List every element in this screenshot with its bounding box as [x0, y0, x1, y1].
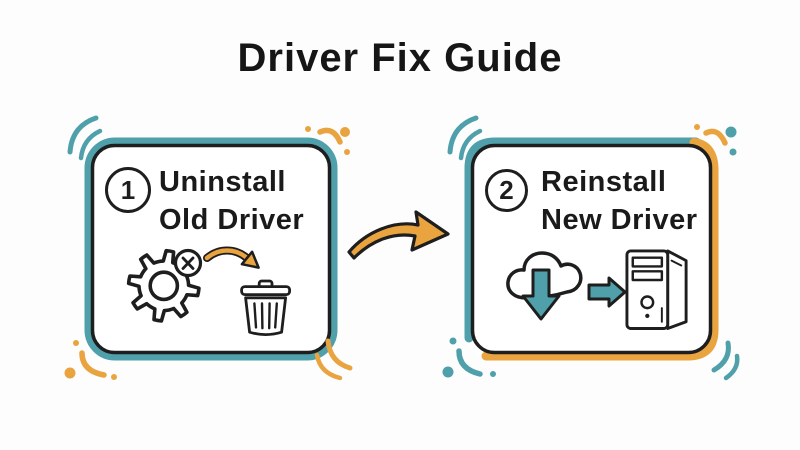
sparkle-arcs-top-left-card1 [67, 115, 103, 161]
step1-label: Uninstall Old Driver [159, 163, 304, 239]
step2-label: Reinstall New Driver [541, 163, 698, 239]
step2-number: 2 [499, 175, 514, 205]
x-badge-icon [173, 248, 203, 278]
big-curved-arrow-icon [347, 210, 450, 260]
sparkle-dots-top-right-card2 [694, 124, 737, 156]
computer-tower-icon [625, 249, 688, 330]
step2-label-line2: New Driver [541, 204, 698, 236]
sparkle-dots-top-right-card1 [305, 126, 350, 155]
sparkle-dots-bottom-left-card2 [442, 337, 496, 378]
step1-number-badge: 1 [105, 167, 151, 213]
trash-icon [240, 279, 292, 336]
step2-label-line1: Reinstall [541, 166, 667, 198]
step1-label-line2: Old Driver [159, 204, 305, 236]
curved-arrow-icon [203, 246, 260, 269]
sparkle-dots-bottom-left-card1 [64, 340, 117, 380]
right-arrow-icon [587, 276, 627, 308]
sparkle-arcs-bottom-right-card2 [711, 340, 740, 381]
sparkle-arcs-bottom-right-card1 [314, 338, 353, 381]
sparkle-arcs-top-left-card2 [447, 115, 483, 161]
page-title: Driver Fix Guide [237, 36, 563, 80]
step1-number: 1 [120, 174, 136, 205]
step2-number-badge: 2 [485, 169, 528, 212]
step1-label-line1: Uninstall [159, 166, 286, 198]
cloud-download-icon [506, 251, 583, 321]
